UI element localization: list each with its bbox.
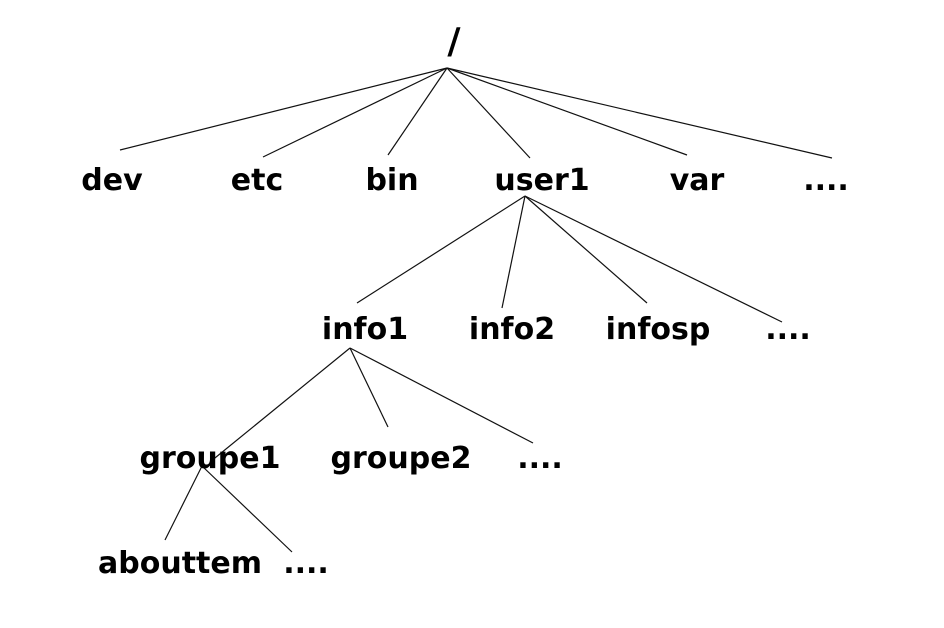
tree-node-dots1: .... <box>803 163 849 198</box>
tree-node-bin: bin <box>365 163 419 198</box>
tree-edge-user1-dots2 <box>524 195 783 323</box>
tree-node-root: / <box>447 21 461 62</box>
tree-edge-root-var <box>446 67 688 156</box>
tree-node-user1: user1 <box>494 163 590 198</box>
tree-node-infosp: infosp <box>605 312 711 347</box>
tree-edge-root-dots1 <box>446 67 833 159</box>
tree-node-info1: info1 <box>321 312 409 347</box>
tree-node-dots2: .... <box>765 312 811 347</box>
tree-edge-info1-dots3 <box>349 347 534 444</box>
tree-edge-root-bin <box>387 67 448 156</box>
tree-node-info2: info2 <box>468 312 556 347</box>
tree-edge-groupe1-dots4 <box>201 465 293 553</box>
tree-edge-groupe1-abouttem <box>164 465 203 541</box>
tree-node-groupe2: groupe2 <box>330 441 472 476</box>
tree-edge-user1-info2 <box>501 195 526 309</box>
tree-node-dev: dev <box>81 163 143 198</box>
tree-edge-root-etc <box>262 67 448 158</box>
tree-node-var: var <box>669 163 725 198</box>
tree-edge-root-user1 <box>446 67 531 159</box>
tree-node-etc: etc <box>230 163 284 198</box>
tree-edge-info1-groupe2 <box>349 347 389 428</box>
tree-edge-root-dev <box>119 67 448 151</box>
tree-edge-user1-info1 <box>356 195 526 304</box>
tree-edge-user1-infosp <box>524 195 648 304</box>
tree-node-dots3: .... <box>517 441 563 476</box>
tree-node-abouttem: abouttem <box>98 546 262 581</box>
tree-node-dots4: .... <box>283 546 329 581</box>
tree-node-groupe1: groupe1 <box>139 441 281 476</box>
tree-edge-info1-groupe1 <box>209 347 351 463</box>
